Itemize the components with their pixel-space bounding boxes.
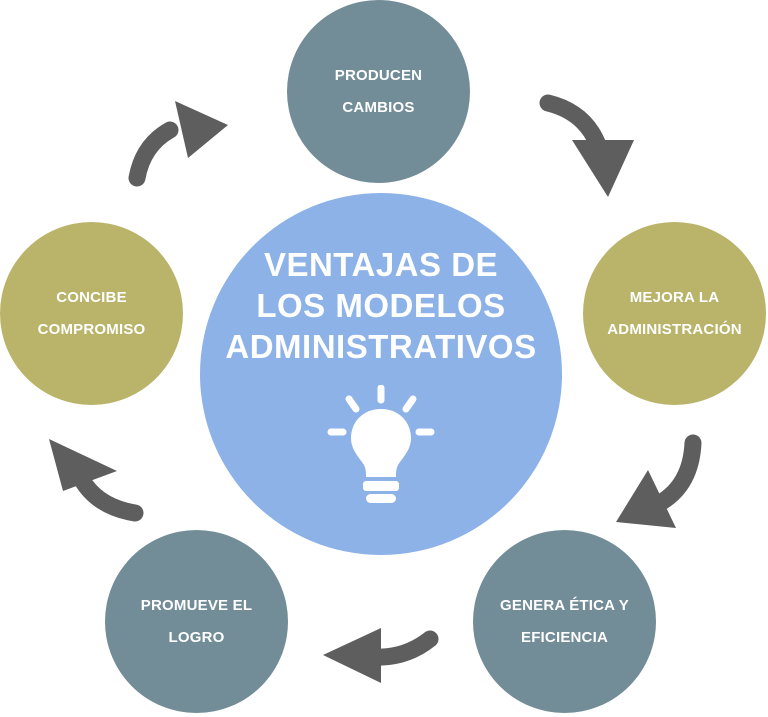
node-concibe-compromiso: CONCIBE COMPROMISO bbox=[0, 222, 183, 405]
node-label-line: EFICIENCIA bbox=[520, 628, 608, 646]
node-label-line: PROMUEVE EL bbox=[140, 596, 253, 614]
center-title-line-3: ADMINISTRATIVOS bbox=[225, 327, 537, 365]
node-label-line: GENERA ÉTICA Y bbox=[500, 596, 629, 614]
lightbulb-icon bbox=[327, 384, 435, 503]
node-label-line: COMPROMISO bbox=[37, 320, 146, 338]
arrowhead-icon bbox=[616, 470, 676, 528]
node-label-line: PRODUCEN bbox=[334, 66, 423, 84]
curved-arrow-icon bbox=[651, 434, 702, 512]
curved-arrow-icon bbox=[73, 471, 144, 522]
curved-arrow-icon bbox=[128, 121, 179, 187]
center-circle: VENTAJAS DE LOS MODELOS ADMINISTRATIVOS bbox=[200, 193, 562, 555]
node-label-line: LOGRO bbox=[168, 628, 225, 646]
curved-arrow-icon bbox=[539, 94, 607, 154]
node-producen-cambios: PRODUCEN CAMBIOS bbox=[287, 0, 470, 183]
node-label-line: MEJORA LA bbox=[629, 288, 720, 306]
center-title-line-2: LOS MODELOS bbox=[256, 286, 506, 324]
node-genera-etica: GENERA ÉTICA Y EFICIENCIA bbox=[473, 530, 656, 713]
node-mejora-administracion: MEJORA LA ADMINISTRACIÓN bbox=[583, 222, 766, 405]
node-label-line: CAMBIOS bbox=[342, 98, 415, 116]
arrowhead-icon bbox=[49, 439, 117, 491]
node-promueve-logro: PROMUEVE EL LOGRO bbox=[105, 530, 288, 713]
node-label-line: ADMINISTRACIÓN bbox=[607, 320, 742, 338]
center-title-line-1: VENTAJAS DE bbox=[263, 245, 499, 283]
arrowhead-icon bbox=[175, 101, 228, 158]
arrowhead-icon bbox=[572, 140, 634, 197]
arrowhead-icon bbox=[323, 628, 381, 683]
node-label-line: CONCIBE bbox=[56, 288, 127, 306]
